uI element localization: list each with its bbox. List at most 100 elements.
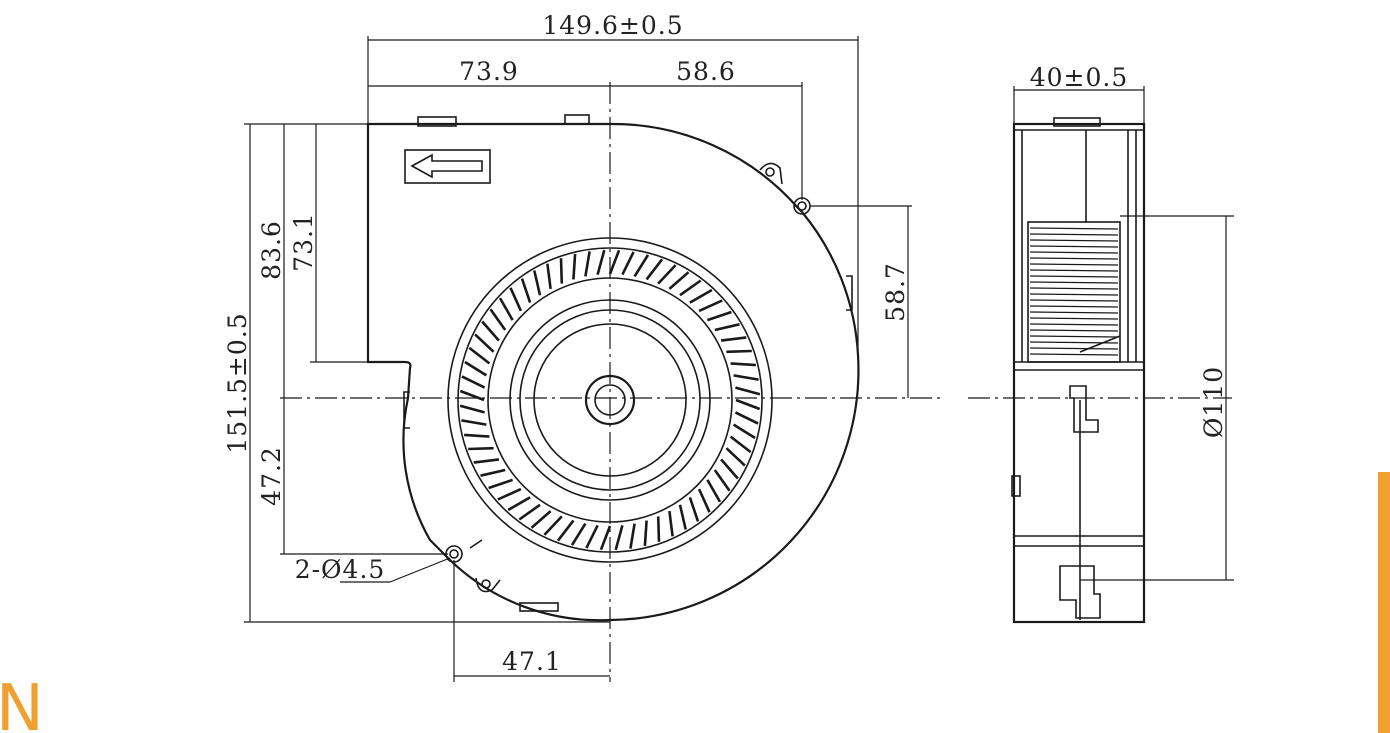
side-fin (1029, 263, 1119, 266)
impeller-blade (714, 323, 740, 332)
dim-mounting-holes: 2-Ø4.5 (295, 555, 386, 584)
side-fin (1029, 257, 1119, 260)
impeller-blade (614, 525, 624, 551)
impeller-blade (733, 374, 759, 381)
dim-center-to-right-hole: 58.6 (676, 57, 736, 86)
impeller-blade (688, 496, 700, 522)
side-fin (1029, 281, 1119, 284)
impeller-blade (459, 404, 485, 414)
side-fin (1029, 251, 1119, 254)
dim-bottom-hole-to-center: 47.1 (502, 647, 562, 676)
impeller-blade (464, 433, 490, 438)
impeller-blade (459, 389, 485, 402)
front-dimension-lines (244, 36, 912, 682)
side-fin (1029, 323, 1119, 326)
impeller-blade (572, 254, 577, 280)
side-fin (1029, 239, 1119, 242)
impeller-blade (679, 279, 702, 297)
impeller-blade (570, 522, 587, 546)
impeller-blade (556, 519, 575, 542)
impeller-blade (720, 336, 747, 342)
impeller-blade (656, 516, 661, 542)
impeller-blade (481, 320, 500, 342)
front-impeller (447, 237, 773, 563)
dim-right-hole-to-center: 58.7 (881, 262, 910, 322)
impeller-blade (559, 258, 564, 284)
impeller-blade (507, 496, 531, 512)
impeller-blade (474, 333, 495, 353)
impeller-blade (698, 299, 723, 313)
side-fin (1029, 275, 1119, 278)
impeller-blade (464, 360, 488, 377)
dim-overall-width: 149.6±0.5 (542, 11, 683, 40)
impeller-blade (533, 270, 542, 296)
impeller-blade (633, 254, 650, 278)
side-fin (1029, 311, 1119, 314)
impeller-blade (726, 349, 752, 354)
side-fin (1029, 293, 1119, 296)
side-fin (1029, 317, 1119, 320)
side-fin (1029, 233, 1119, 236)
impeller-blades (459, 249, 761, 551)
impeller-blade (725, 447, 746, 467)
side-impeller-fins (1029, 227, 1119, 356)
side-fin (1029, 335, 1119, 338)
impeller-blade (468, 446, 494, 451)
impeller-blade (730, 362, 756, 367)
front-center-lines (280, 82, 940, 682)
dimension-labels: 149.6±0.5 73.9 58.6 151.5±0.5 83.6 73.1 … (223, 11, 1228, 676)
impeller-blade (706, 479, 722, 503)
impeller-blade (497, 487, 522, 501)
impeller-blade (689, 288, 713, 304)
impeller-blade (596, 249, 606, 275)
accent-bar (1378, 472, 1390, 733)
impeller-blade (732, 423, 756, 440)
dim-top-to-center: 83.6 (257, 220, 286, 280)
dim-thickness: 40±0.5 (1030, 63, 1129, 92)
impeller-blade (678, 504, 687, 530)
dim-left-to-center: 73.9 (459, 57, 519, 86)
front-housing (366, 114, 860, 622)
side-fin (1029, 305, 1119, 308)
impeller-blade (585, 524, 599, 549)
impeller-blade (489, 308, 507, 331)
impeller-blade (520, 278, 532, 304)
impeller-blade (668, 271, 690, 290)
impeller-blade (657, 264, 677, 285)
impeller-blade (461, 375, 486, 389)
impeller-blade (720, 458, 739, 480)
impeller-blade (543, 515, 563, 536)
side-fin (1029, 347, 1119, 350)
dim-top-to-outlet: 73.1 (289, 212, 318, 272)
impeller-blade (643, 520, 648, 546)
impeller-blade (706, 310, 732, 322)
impeller-blade (735, 398, 761, 411)
side-fin (1029, 227, 1119, 230)
impeller-blade (468, 346, 491, 365)
impeller-blade (480, 468, 506, 477)
dim-overall-height: 151.5±0.5 (223, 312, 252, 453)
dim-center-to-bottom-hole: 47.2 (257, 446, 286, 506)
impeller-blade (735, 386, 761, 396)
impeller-blade (546, 263, 552, 290)
impeller-blade (518, 503, 541, 521)
impeller-blade (734, 411, 759, 425)
side-fin (1029, 287, 1119, 290)
side-fin (1029, 245, 1119, 248)
impeller-blade (697, 488, 711, 513)
impeller-blade (530, 510, 552, 529)
side-fin (1029, 269, 1119, 272)
impeller-blade (498, 297, 514, 321)
impeller-blade (729, 435, 752, 454)
impeller-blade (645, 258, 664, 281)
impeller-blade (608, 249, 621, 275)
impeller-blade (509, 287, 523, 312)
side-view (968, 86, 1234, 624)
impeller-blade (584, 251, 591, 277)
dim-impeller-diameter: Ø110 (1199, 366, 1228, 438)
impeller-blade (488, 478, 514, 490)
impeller-blade (668, 510, 674, 537)
impeller-blade (621, 251, 635, 276)
